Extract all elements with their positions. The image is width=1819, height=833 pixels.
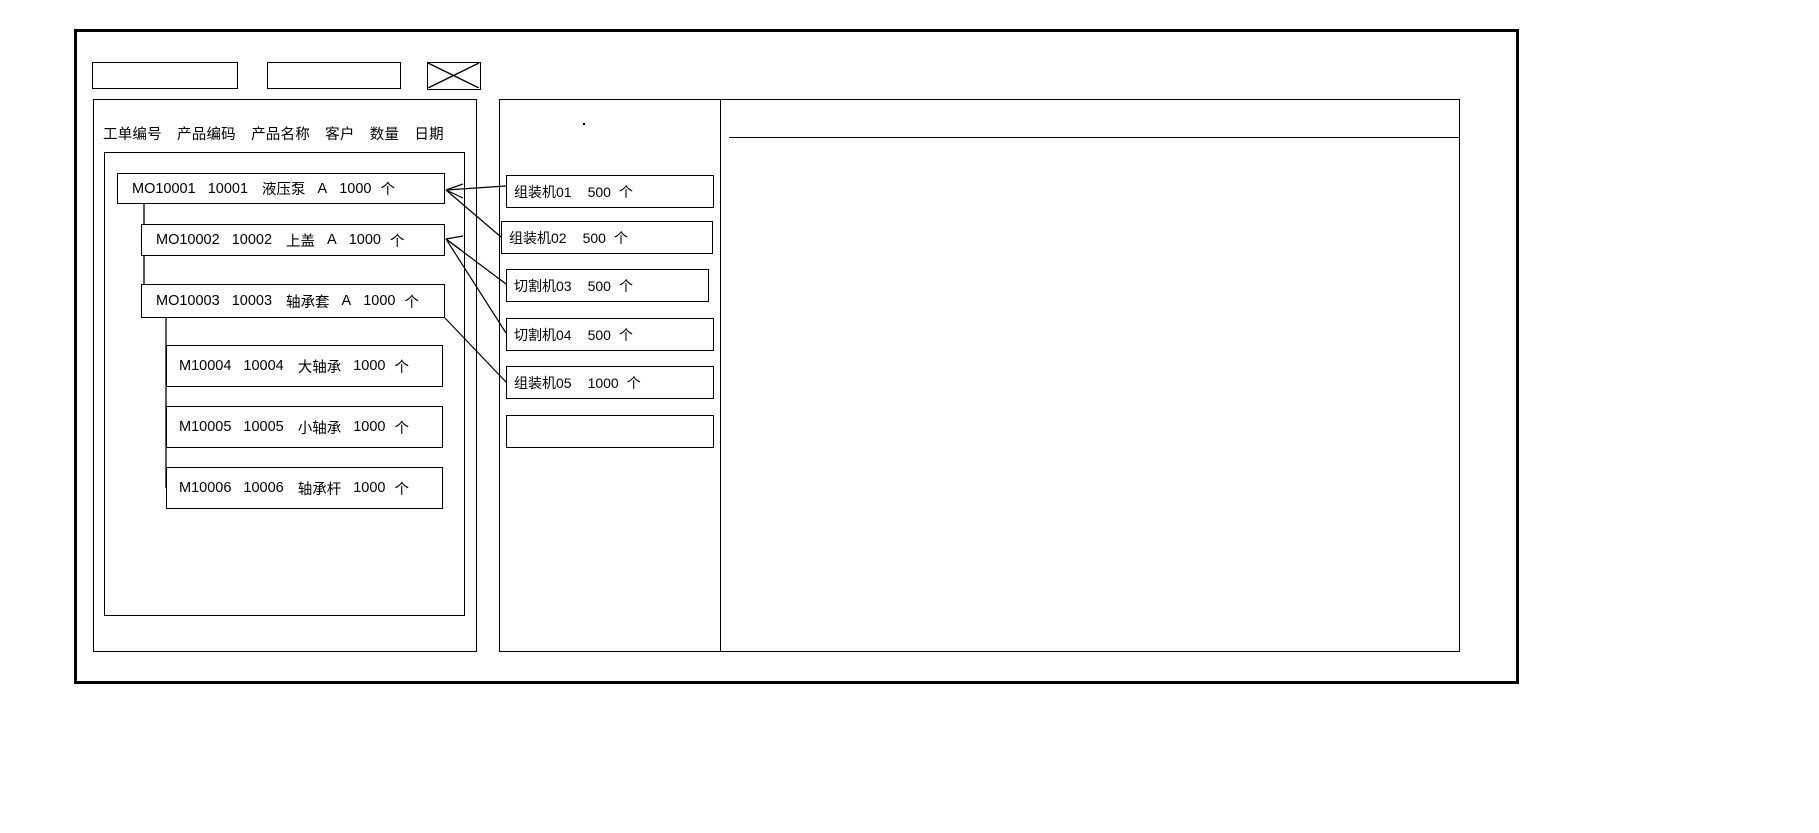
- column-header-qty: 数量: [369, 127, 400, 143]
- tree-row[interactable]: MO10002 10002 上盖 A 1000 个: [141, 224, 445, 256]
- machine-box[interactable]: 切割机04 500 个: [506, 318, 714, 351]
- row-unit: 个: [394, 481, 410, 498]
- machine-box-empty[interactable]: [506, 415, 714, 448]
- row-product-name: 上盖: [286, 233, 316, 250]
- machine-unit: 个: [618, 277, 633, 294]
- toolbar-field-2[interactable]: [267, 62, 401, 89]
- toolbar-field-1[interactable]: [92, 62, 238, 89]
- row-customer: A: [317, 180, 328, 197]
- row-product-name: 大轴承: [297, 359, 342, 376]
- tree-row[interactable]: MO10001 10001 液压泵 A 1000 个: [117, 173, 445, 204]
- row-product-name: 液压泵: [262, 182, 306, 198]
- machine-box[interactable]: 组装机05 1000 个: [506, 366, 714, 399]
- machine-unit: 个: [618, 183, 633, 200]
- row-order-no: M10005: [179, 419, 232, 435]
- row-product-code: 10005: [243, 419, 284, 435]
- dot-marker: [583, 123, 585, 125]
- row-qty: 1000: [353, 480, 386, 496]
- row-order-no: MO10003: [156, 293, 220, 309]
- machine-unit: 个: [626, 374, 641, 391]
- row-order-no: M10004: [179, 358, 232, 374]
- machine-name: 组装机01: [514, 183, 572, 200]
- row-product-code: 10002: [231, 232, 273, 248]
- machine-name: 切割机03: [514, 277, 572, 294]
- machine-name: 组装机05: [514, 374, 572, 391]
- detail-panel-header-rule: [729, 137, 1460, 138]
- row-product-code: 10006: [243, 480, 284, 496]
- row-unit: 个: [380, 182, 395, 198]
- column-header-product-code: 产品编码: [177, 127, 236, 143]
- machine-box[interactable]: 组装机01 500 个: [506, 175, 714, 208]
- machine-unit: 个: [618, 326, 633, 343]
- row-customer: A: [341, 293, 352, 309]
- row-qty: 1000: [348, 232, 381, 248]
- machine-qty: 500: [587, 326, 611, 343]
- row-order-no: MO10002: [156, 232, 220, 248]
- row-product-name: 轴承杆: [297, 481, 342, 498]
- row-unit: 个: [394, 420, 410, 437]
- row-unit: 个: [389, 233, 405, 250]
- machine-qty: 500: [582, 229, 606, 246]
- machine-box[interactable]: 切割机03 500 个: [506, 269, 709, 302]
- machine-qty: 500: [587, 277, 611, 294]
- row-unit: 个: [404, 294, 419, 311]
- row-product-code: 10001: [207, 180, 249, 197]
- row-qty: 1000: [353, 358, 386, 374]
- row-product-name: 轴承套: [286, 294, 330, 311]
- tree-row[interactable]: MO10003 10003 轴承套 A 1000 个: [141, 284, 445, 318]
- machine-unit: 个: [613, 229, 628, 246]
- column-header-date: 日期: [414, 127, 444, 143]
- row-product-code: 10003: [231, 293, 273, 309]
- detail-panel: [720, 99, 1460, 652]
- column-headers: 工单编号 产品编码 产品名称 客户 数量 日期: [103, 123, 463, 144]
- tree-row[interactable]: M10006 10006 轴承杆 1000 个: [166, 467, 443, 509]
- column-header-product-name: 产品名称: [251, 127, 310, 143]
- row-product-name: 小轴承: [297, 420, 342, 437]
- machine-qty: 500: [587, 183, 611, 200]
- machine-name: 切割机04: [514, 326, 572, 343]
- tree-row[interactable]: M10005 10005 小轴承 1000 个: [166, 406, 443, 448]
- column-header-order-no: 工单编号: [103, 127, 162, 143]
- crossed-box-icon[interactable]: [427, 62, 481, 90]
- machine-box[interactable]: 组装机02 500 个: [501, 221, 713, 254]
- row-customer: A: [327, 232, 337, 248]
- column-header-customer: 客户: [325, 127, 355, 143]
- tree-row[interactable]: M10004 10004 大轴承 1000 个: [166, 345, 443, 387]
- row-order-no: MO10001: [132, 180, 196, 197]
- row-order-no: M10006: [179, 480, 232, 496]
- row-qty: 1000: [363, 293, 396, 309]
- machine-qty: 1000: [587, 374, 619, 391]
- row-qty: 1000: [353, 419, 386, 435]
- row-product-code: 10004: [243, 358, 284, 374]
- toolbar: [92, 62, 481, 90]
- machine-name: 组装机02: [509, 229, 567, 246]
- row-qty: 1000: [339, 180, 372, 197]
- row-unit: 个: [394, 359, 410, 376]
